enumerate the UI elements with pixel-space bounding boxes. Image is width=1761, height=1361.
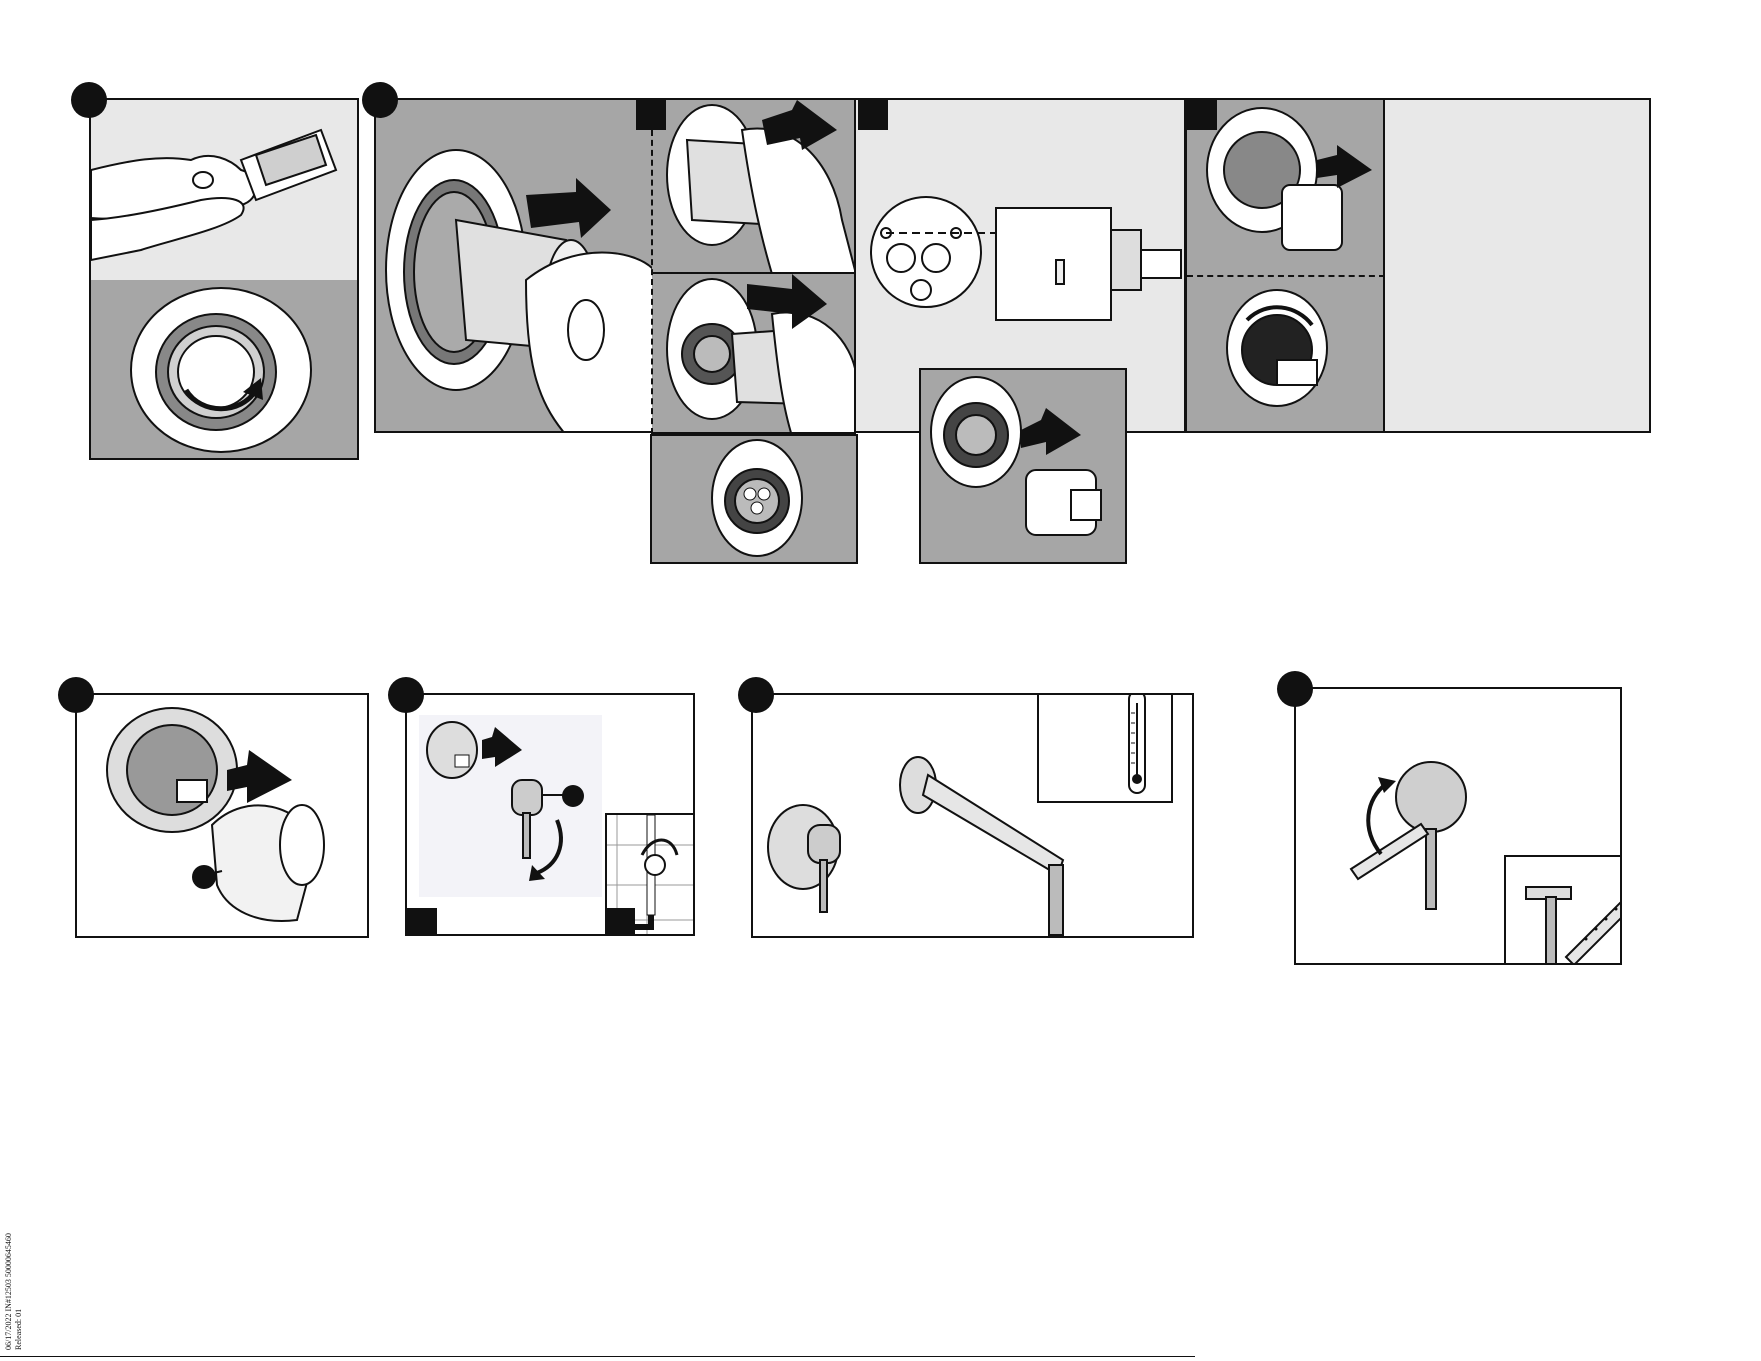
- step-1-badge: [71, 82, 107, 118]
- faucet-handle-icon: [512, 780, 542, 858]
- cartridge-icon: [1026, 470, 1101, 535]
- arrow-icon: [1021, 408, 1081, 455]
- arrow-icon: [526, 178, 611, 238]
- step-2a-panel: [652, 98, 856, 272]
- cartridge-icon: [996, 208, 1181, 320]
- step-6-panel: [405, 693, 695, 936]
- step-8-panel: [1294, 687, 1622, 965]
- step-2a-illustration: [652, 100, 856, 272]
- step-1-panel: [89, 98, 359, 460]
- step-5-illustration: [77, 695, 369, 938]
- valve-body-icon: [131, 288, 311, 452]
- cartridge-icon: [1282, 185, 1342, 250]
- step-2c-illustration: [652, 436, 858, 564]
- step-2b-divider: [652, 272, 856, 274]
- step-7-inset-panel: [1037, 693, 1173, 803]
- step-8-inset-illustration: [1506, 857, 1622, 965]
- step-2b-panel: [652, 272, 856, 434]
- step-4-divider: [1187, 275, 1385, 277]
- cartridge-bottom-icon: [871, 197, 981, 307]
- hand-icon: [742, 128, 856, 272]
- tape-icon: [241, 130, 336, 200]
- hand-icon: [772, 312, 856, 434]
- hand-icon: [91, 156, 256, 260]
- footer-rule: [0, 1356, 1195, 1357]
- faucet-handle-icon: [768, 805, 840, 912]
- thermometer-icon: [1566, 897, 1622, 965]
- cartridge-icon: [212, 805, 324, 921]
- thermometer-icon: [1039, 693, 1173, 803]
- step-2-illustration: [376, 100, 652, 433]
- document-code: 06/17/2022 IN#12503 50000645460 Released…: [4, 1250, 34, 1350]
- rotate-arrow-icon: [1368, 784, 1386, 854]
- step-2c-panel: [650, 434, 858, 564]
- step-2b-illustration: [652, 274, 856, 434]
- step-8-inset-panel: [1504, 855, 1622, 965]
- top-right-blank-panel: [1385, 98, 1651, 433]
- step-7-badge: [738, 677, 774, 713]
- step-6a-label-square: [407, 908, 437, 936]
- step-7-panel: [751, 693, 1194, 938]
- step-4-label-square: [1187, 100, 1217, 130]
- step-6-badge: [388, 677, 424, 713]
- step-1-illustration: [91, 100, 359, 460]
- step-3-sub-panel: [919, 368, 1127, 564]
- rotate-arrow-icon: [537, 820, 561, 873]
- faucet-handle-icon: [1351, 762, 1466, 909]
- step-4-panel: [1185, 98, 1385, 433]
- step-8-badge: [1277, 671, 1313, 707]
- step-6b-label-square: [605, 908, 635, 936]
- step-6-callout-dot: [562, 785, 584, 807]
- revision-text: Released: 01: [14, 1309, 23, 1350]
- hand-icon: [526, 253, 652, 434]
- step-2-divider: [651, 130, 653, 434]
- step-5-panel: [75, 693, 369, 938]
- document-code-text: 06/17/2022 IN#12503 50000645460: [4, 1233, 13, 1350]
- step-4-illustration: [1187, 100, 1385, 433]
- step-2a-label-square: [636, 100, 666, 130]
- footer-fine-print: [1233, 1350, 1513, 1360]
- step-2-badge: [362, 82, 398, 118]
- arrow-icon: [1317, 145, 1372, 188]
- step-2-panel: [374, 98, 652, 433]
- step-5-badge: [58, 677, 94, 713]
- arrow-icon: [482, 727, 522, 767]
- step-3-label-square: [858, 100, 888, 130]
- step-5-callout-dot: [192, 865, 216, 889]
- valve-body-icon: [427, 722, 477, 778]
- step-3-sub-illustration: [921, 370, 1127, 564]
